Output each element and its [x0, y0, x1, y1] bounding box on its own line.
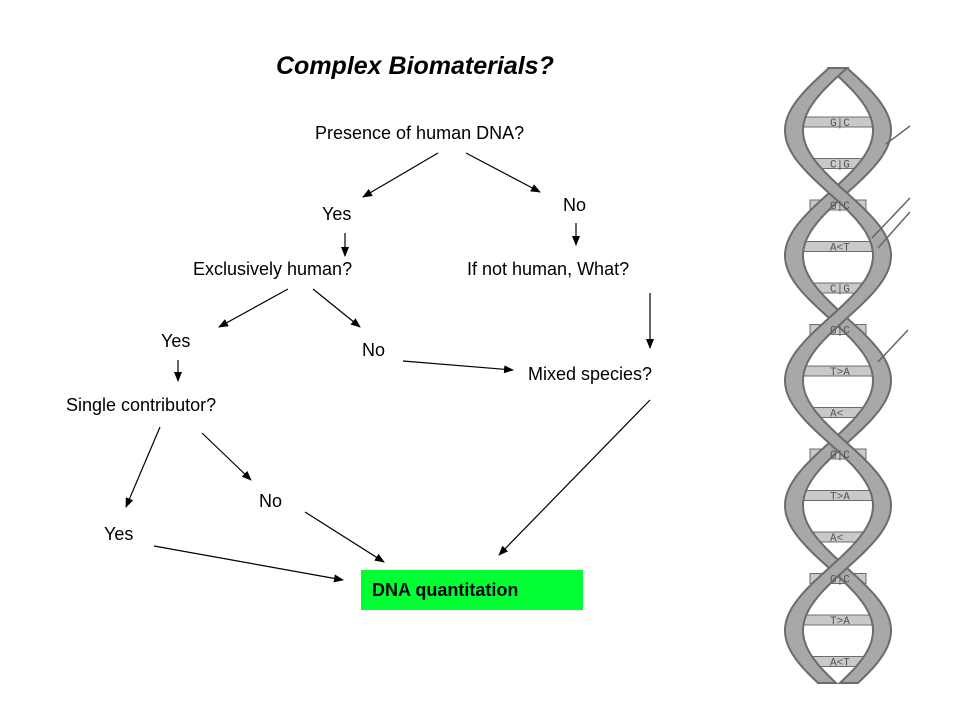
node-yes-single: Yes [104, 524, 134, 544]
node-no-human-dna: No [563, 195, 587, 215]
arrow-mixed-to-quant [498, 399, 651, 556]
helix-strand-a [783, 67, 893, 684]
arrow-single-to-no [201, 432, 252, 481]
base-pair-label: A< [830, 409, 843, 421]
node-exclusively-human: Exclusively human? [193, 259, 353, 279]
dna-helix-image: G|C C|G G|C A<T C|G G|C T>A A< G|C T>A A< G|C T>A A<T [783, 67, 911, 684]
arrow-no-to-mixed [402, 360, 514, 374]
node-if-not-human: If not human, What? [467, 259, 630, 279]
node-mixed-species: Mixed species? [528, 364, 653, 384]
arrow-exclusively-to-yes [218, 288, 289, 328]
base-pair-label: T>A [830, 492, 850, 504]
arrow-presence-to-yes [362, 152, 439, 198]
diagram-title: Complex Biomaterials? [276, 52, 554, 80]
arrow-single-to-yes [125, 426, 161, 508]
node-presence-of-human-dna: Presence of human DNA? [315, 123, 525, 143]
arrow-no-to-quant [304, 511, 385, 563]
node-no-exclusively: No [362, 340, 386, 360]
base-pair-label: T>A [830, 616, 850, 628]
base-pair-label: G|C [830, 450, 850, 462]
base-pair-label: T>A [830, 367, 850, 379]
base-pair-label: C|G [830, 160, 850, 172]
base-pair-label: A< [830, 533, 843, 545]
base-pair-label: G|C [830, 326, 850, 338]
base-pair-label: G|C [830, 201, 850, 213]
base-pair-label: A<T [830, 658, 850, 670]
arrow-exclusively-to-no [312, 288, 361, 328]
base-pair-label: G|C [830, 118, 850, 130]
node-dna-quantitation: DNA quantitation [361, 570, 583, 610]
node-yes-exclusively: Yes [161, 331, 191, 351]
base-pair-label: G|C [830, 575, 850, 587]
helix-strand-b [783, 67, 893, 684]
base-pair-label: C|G [830, 284, 850, 296]
arrow-yes-to-quant [153, 545, 344, 583]
base-pair-label: A<T [830, 243, 850, 255]
node-no-single: No [259, 491, 283, 511]
arrow-presence-to-no [465, 152, 541, 193]
node-single-contributor: Single contributor? [66, 395, 217, 415]
node-yes-human-dna: Yes [322, 204, 352, 224]
